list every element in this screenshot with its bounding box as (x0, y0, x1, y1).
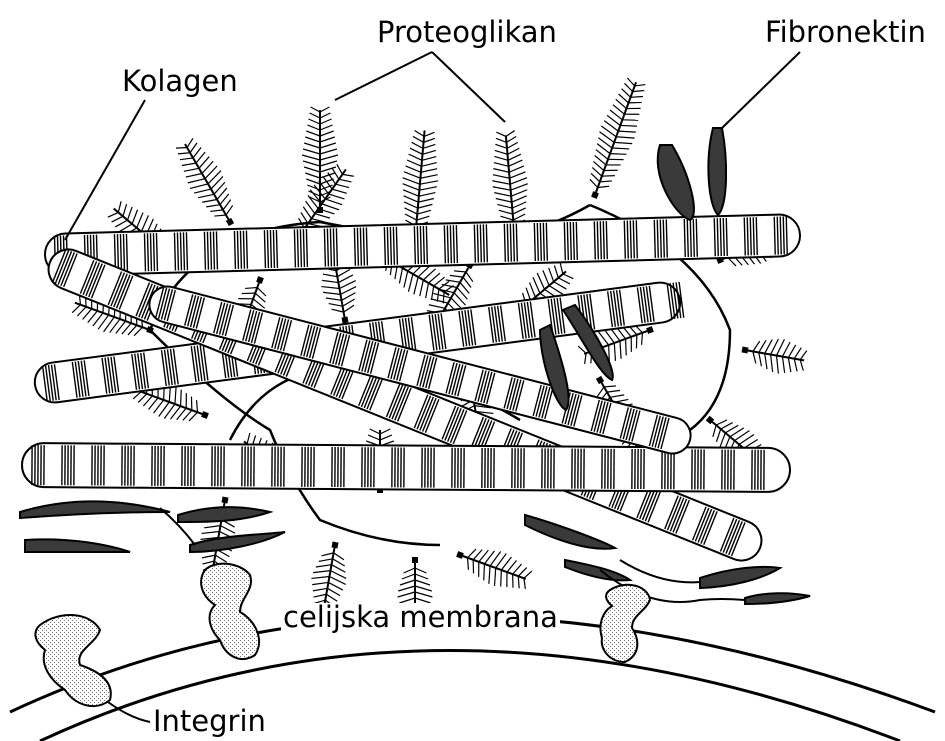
label-membrana: celijska membrana (281, 603, 560, 632)
integrin-left (35, 615, 110, 706)
integrin-right (600, 585, 650, 662)
leader-proteoglikan-right (432, 52, 505, 122)
collagen-fibers (22, 214, 801, 567)
leader-proteoglikan-left (335, 52, 432, 100)
leader-fibronektin (722, 52, 800, 128)
proteoglycan-brush (195, 494, 242, 575)
proteoglycan-brush (302, 107, 338, 213)
label-kolagen: Kolagen (122, 67, 238, 96)
proteoglycan-brush (739, 332, 808, 377)
proteoglycan-brush (307, 539, 352, 608)
label-fibronektin: Fibronektin (765, 18, 926, 47)
label-integrin: Integrin (153, 707, 266, 736)
integrin-receptors (35, 564, 650, 706)
proteoglycan-brush (577, 75, 653, 204)
proteoglycan-brush (169, 134, 247, 233)
integrin-center (201, 564, 259, 659)
leader-kolagen (65, 100, 145, 240)
label-proteoglikan: Proteoglikan (377, 18, 557, 47)
proteoglycan-brush (451, 538, 534, 596)
